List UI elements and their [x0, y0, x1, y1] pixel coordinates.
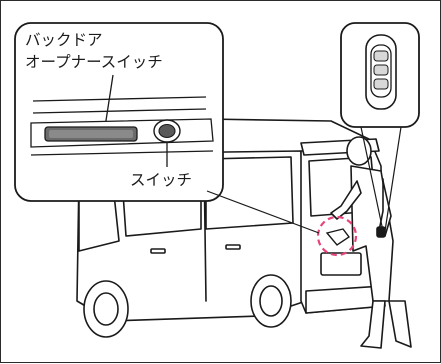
smart-key-icon: [366, 35, 396, 109]
opener-switch-button: [154, 120, 180, 142]
callout-title-line2: オープナースイッチ: [25, 53, 163, 71]
switch-label: スイッチ: [130, 171, 192, 189]
callout-title-line1: バックドア: [25, 31, 103, 49]
